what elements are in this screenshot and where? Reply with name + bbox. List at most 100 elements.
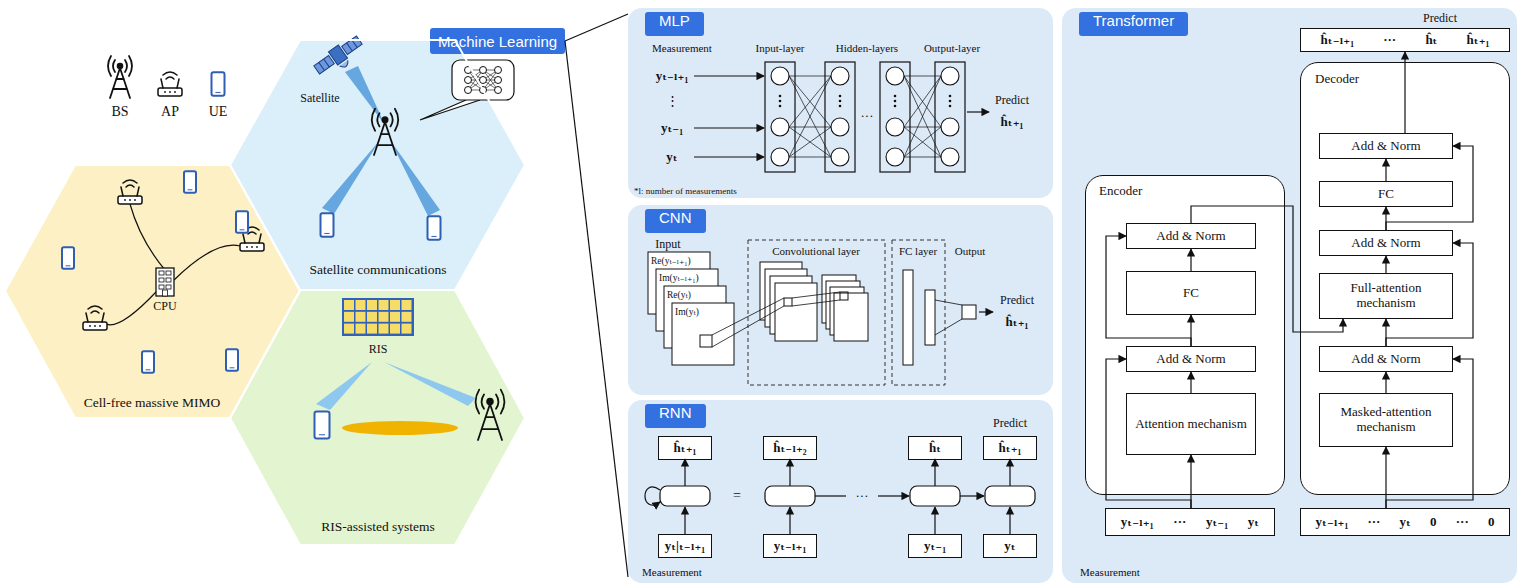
tower-bar: [486, 416, 494, 418]
feature-map: [775, 283, 817, 341]
legend-text: UE: [209, 104, 228, 120]
annotation-label: RIS: [369, 342, 388, 357]
ap-antenna: [161, 79, 163, 88]
flow-arrow: [1404, 52, 1405, 133]
projection: [712, 298, 784, 335]
access-point-icon: [83, 306, 107, 330]
ap-antenna: [121, 187, 123, 196]
hexagon-border: [230, 40, 525, 290]
neuron: [886, 67, 904, 85]
node-text: ĥₜ₊₁: [999, 440, 1022, 456]
ris-element: [390, 312, 400, 322]
layer-box: FC: [1319, 181, 1453, 207]
phone-button: [431, 236, 436, 237]
node-text: yₜ|ₜ₋ₗ₊₁: [665, 538, 705, 554]
flow-arrow: [1385, 256, 1386, 273]
node-text: ···: [1173, 514, 1186, 530]
neuron: [771, 148, 789, 166]
node-text: ···: [1456, 514, 1469, 530]
model-panel: Transformerĥₜ₋ₗ₊₁···ĥₜĥₜ₊₁EncoderAdd & N…: [1062, 8, 1517, 583]
node-fill: [1319, 133, 1453, 159]
hexagon-outline: [230, 290, 525, 545]
reflection-zone: [342, 421, 458, 435]
sequence-box: yₜ: [983, 534, 1037, 558]
ap-led: [246, 246, 248, 248]
ris-element: [390, 300, 400, 310]
node-text: Add & Norm: [1156, 229, 1225, 244]
panel-tab: RNN: [645, 404, 706, 428]
node-text: Full-attention mechanism: [1325, 281, 1447, 311]
arrow: [1009, 507, 1010, 534]
sequence-box: yₜ₋₁: [908, 534, 962, 558]
speech-bubble: [452, 60, 514, 100]
ris-element: [379, 324, 389, 334]
layer-column: [765, 62, 795, 172]
ap-body: [118, 196, 142, 204]
antenna-tip: [382, 117, 387, 122]
node-fill: [1126, 223, 1256, 249]
radio-wave: [126, 185, 134, 187]
sequence-box: yₜ|ₜ₋ₗ₊₁: [658, 534, 712, 558]
radio-wave: [123, 180, 137, 183]
tower-bar: [381, 133, 389, 135]
ap-led: [124, 199, 126, 201]
beam: [384, 362, 476, 406]
cpu-building-icon: [156, 268, 174, 296]
radio-wave: [88, 306, 102, 309]
input-map: [672, 303, 734, 365]
panel-cell: [319, 62, 325, 70]
node-fill: [1300, 28, 1510, 52]
annotation-label: Predict: [1423, 11, 1457, 26]
ap-antenna: [243, 234, 245, 243]
phone-button: [215, 92, 220, 93]
neuron: [495, 87, 502, 94]
base-station-icon: [108, 56, 132, 98]
annotation-label: Predict: [1000, 293, 1034, 308]
ap-body: [158, 88, 182, 96]
phone-button: [319, 434, 325, 435]
sequence-bar: yₜ₋ₗ₊₁···yₜ0···0: [1300, 508, 1510, 536]
sequence-box: ĥₜ: [908, 436, 962, 460]
node-text: 0: [1488, 514, 1495, 530]
window: [159, 278, 164, 282]
radio-wave: [108, 56, 111, 76]
node-fill: [1319, 273, 1453, 319]
node-text: yₜ₋ₗ₊₁: [1316, 514, 1349, 530]
window: [166, 278, 171, 282]
hexagon-border: [5, 165, 300, 418]
annotation-label: Convolutional layer: [772, 245, 860, 257]
ris-element: [402, 300, 412, 310]
rnn-cell: [765, 486, 815, 506]
ellipsis-dot: [839, 100, 842, 103]
node-text: ĥₜ: [929, 440, 941, 456]
node-text: yₜ₋ₗ₊₁: [774, 538, 807, 554]
annotation-label: Measurement: [652, 42, 712, 54]
radio-wave: [372, 109, 375, 131]
bracket-line: [565, 41, 628, 577]
annotation-label: Re(yₜ): [667, 289, 691, 300]
ris-element: [402, 312, 412, 322]
phone-button: [324, 233, 329, 234]
sequence-box: ĥₜ₋ₗ₊₂: [763, 436, 817, 460]
phone-body: [321, 213, 334, 236]
ris-element: [344, 324, 354, 334]
node-text: ···: [1367, 514, 1380, 530]
arrow: [694, 156, 764, 157]
sequence-bar: ĥₜ₋ₗ₊₁···ĥₜĥₜ₊₁: [1300, 28, 1510, 52]
node-fill: [1126, 271, 1256, 315]
node-text: Machine Learning: [438, 33, 557, 50]
arrow: [934, 507, 935, 534]
neuron: [480, 77, 487, 84]
user-equipment-icon: [212, 72, 225, 95]
node-text: yₜ₋ₗ₊₁: [1121, 514, 1154, 530]
building-body: [156, 268, 174, 296]
ris-element: [390, 324, 400, 334]
projection: [792, 300, 840, 306]
ap-led: [169, 91, 171, 93]
annotation-label: Satellite: [300, 91, 339, 106]
radio-wave: [377, 113, 379, 126]
sequence-box: ĥₜ₊₁: [658, 436, 712, 460]
